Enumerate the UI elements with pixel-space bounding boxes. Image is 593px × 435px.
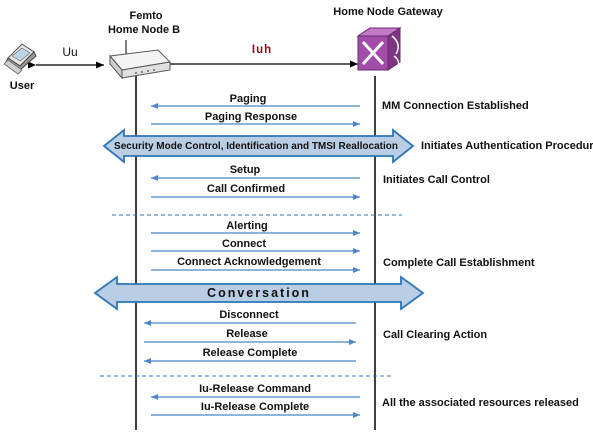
user-label: User — [9, 80, 35, 92]
note-complete-call: Complete Call Establishment — [383, 257, 535, 269]
paging-label: Paging — [229, 93, 267, 105]
gateway-cube-icon — [356, 27, 402, 71]
security-label: Security Mode Control, Identification an… — [114, 141, 398, 152]
home-node-b-label: Home Node B — [107, 24, 181, 36]
paging-response-label: Paging Response — [204, 111, 298, 123]
note-call-control: Initiates Call Control — [383, 174, 490, 186]
note-resources-released: All the associated resources released — [382, 397, 579, 409]
conversation-block-arrow — [93, 275, 425, 311]
uu-label: Uu — [62, 45, 78, 59]
connect-ack-label: Connect Acknowledgement — [177, 256, 321, 268]
femto-label: Femto — [129, 10, 163, 22]
note-authentication: Initiates Authentication Procedure — [421, 140, 593, 152]
alerting-label: Alerting — [226, 220, 268, 232]
note-mm-connection: MM Connection Established — [382, 100, 529, 112]
iuh-label: Iuh — [251, 44, 273, 56]
connect-label: Connect — [222, 238, 266, 250]
release-complete-label: Release Complete — [202, 347, 298, 359]
conversation-label: Conversation — [207, 286, 311, 300]
disconnect-label: Disconnect — [219, 309, 279, 321]
gateway-label: Home Node Gateway — [333, 6, 443, 18]
iu-release-command-label: Iu-Release Command — [199, 383, 311, 395]
call-confirmed-label: Call Confirmed — [206, 183, 286, 195]
security-block-arrow — [102, 128, 415, 164]
note-call-clearing: Call Clearing Action — [383, 329, 488, 341]
release-label: Release — [226, 328, 268, 340]
setup-label: Setup — [229, 164, 261, 176]
femto-device-icon — [109, 40, 172, 80]
iu-release-complete-label: Iu-Release Complete — [200, 401, 310, 413]
phone-icon — [3, 43, 37, 75]
